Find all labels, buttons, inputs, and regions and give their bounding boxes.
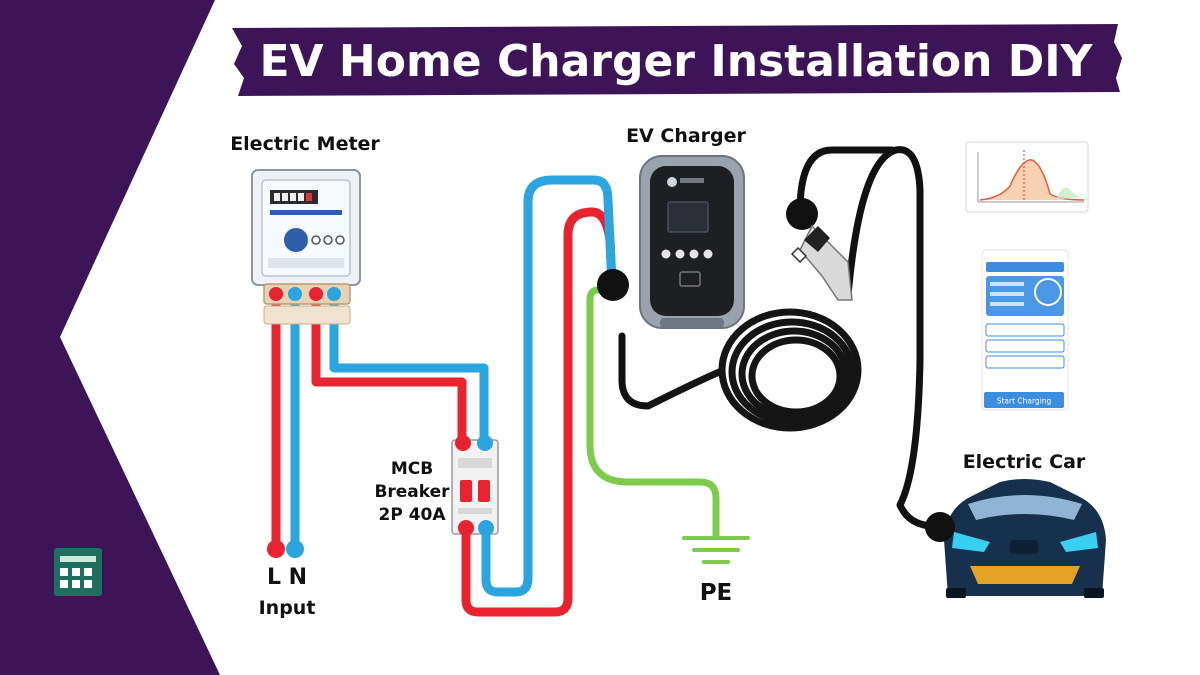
wires — [271, 146, 944, 617]
qr-code-icon — [54, 548, 102, 596]
mcb-breaker: MCB Breaker 2P 40A — [374, 435, 499, 536]
mcb-label-line2: Breaker — [374, 482, 450, 502]
charger-to-car-cable — [844, 146, 944, 530]
live-meter-to-mcb-wire — [311, 287, 467, 447]
charging-chart-thumbnail — [965, 141, 1089, 213]
ev-charger: EV Charger — [626, 125, 747, 329]
ground-symbol-icon — [682, 536, 750, 564]
start-charging-label: Start Charging — [997, 397, 1052, 406]
charger-input-junction — [597, 269, 629, 301]
ln-label: L N — [267, 565, 307, 590]
mcb-label-line3: 2P 40A — [378, 505, 446, 525]
electric-meter: Electric Meter — [230, 133, 380, 325]
earth-wire — [586, 286, 720, 540]
purple-chevron-background — [0, 0, 220, 675]
charger-bottom-cable — [618, 332, 652, 410]
meter-label: Electric Meter — [230, 133, 380, 155]
app-screen: Start Charging — [981, 249, 1069, 411]
electric-car: Electric Car — [925, 451, 1106, 598]
input-label: Input — [259, 597, 316, 619]
charger-label: EV Charger — [626, 125, 746, 147]
page-title: EV Home Charger Installation DIY — [259, 36, 1093, 87]
pe-label: PE — [700, 580, 733, 606]
mcb-label-line1: MCB — [391, 459, 433, 479]
start-charging-button[interactable] — [984, 392, 1064, 408]
live-mcb-to-charger-wire — [461, 207, 617, 617]
plug-connector-icon — [786, 198, 853, 301]
charger-to-connector-cable — [796, 146, 896, 216]
title-banner: EV Home Charger Installation DIY — [232, 24, 1122, 96]
car-label: Electric Car — [963, 451, 1086, 473]
cable-coil — [646, 308, 862, 432]
input-terminals: L N Input — [259, 540, 316, 619]
neutral-meter-to-mcb-wire — [329, 287, 489, 447]
neutral-mcb-to-charger-wire — [481, 175, 617, 597]
